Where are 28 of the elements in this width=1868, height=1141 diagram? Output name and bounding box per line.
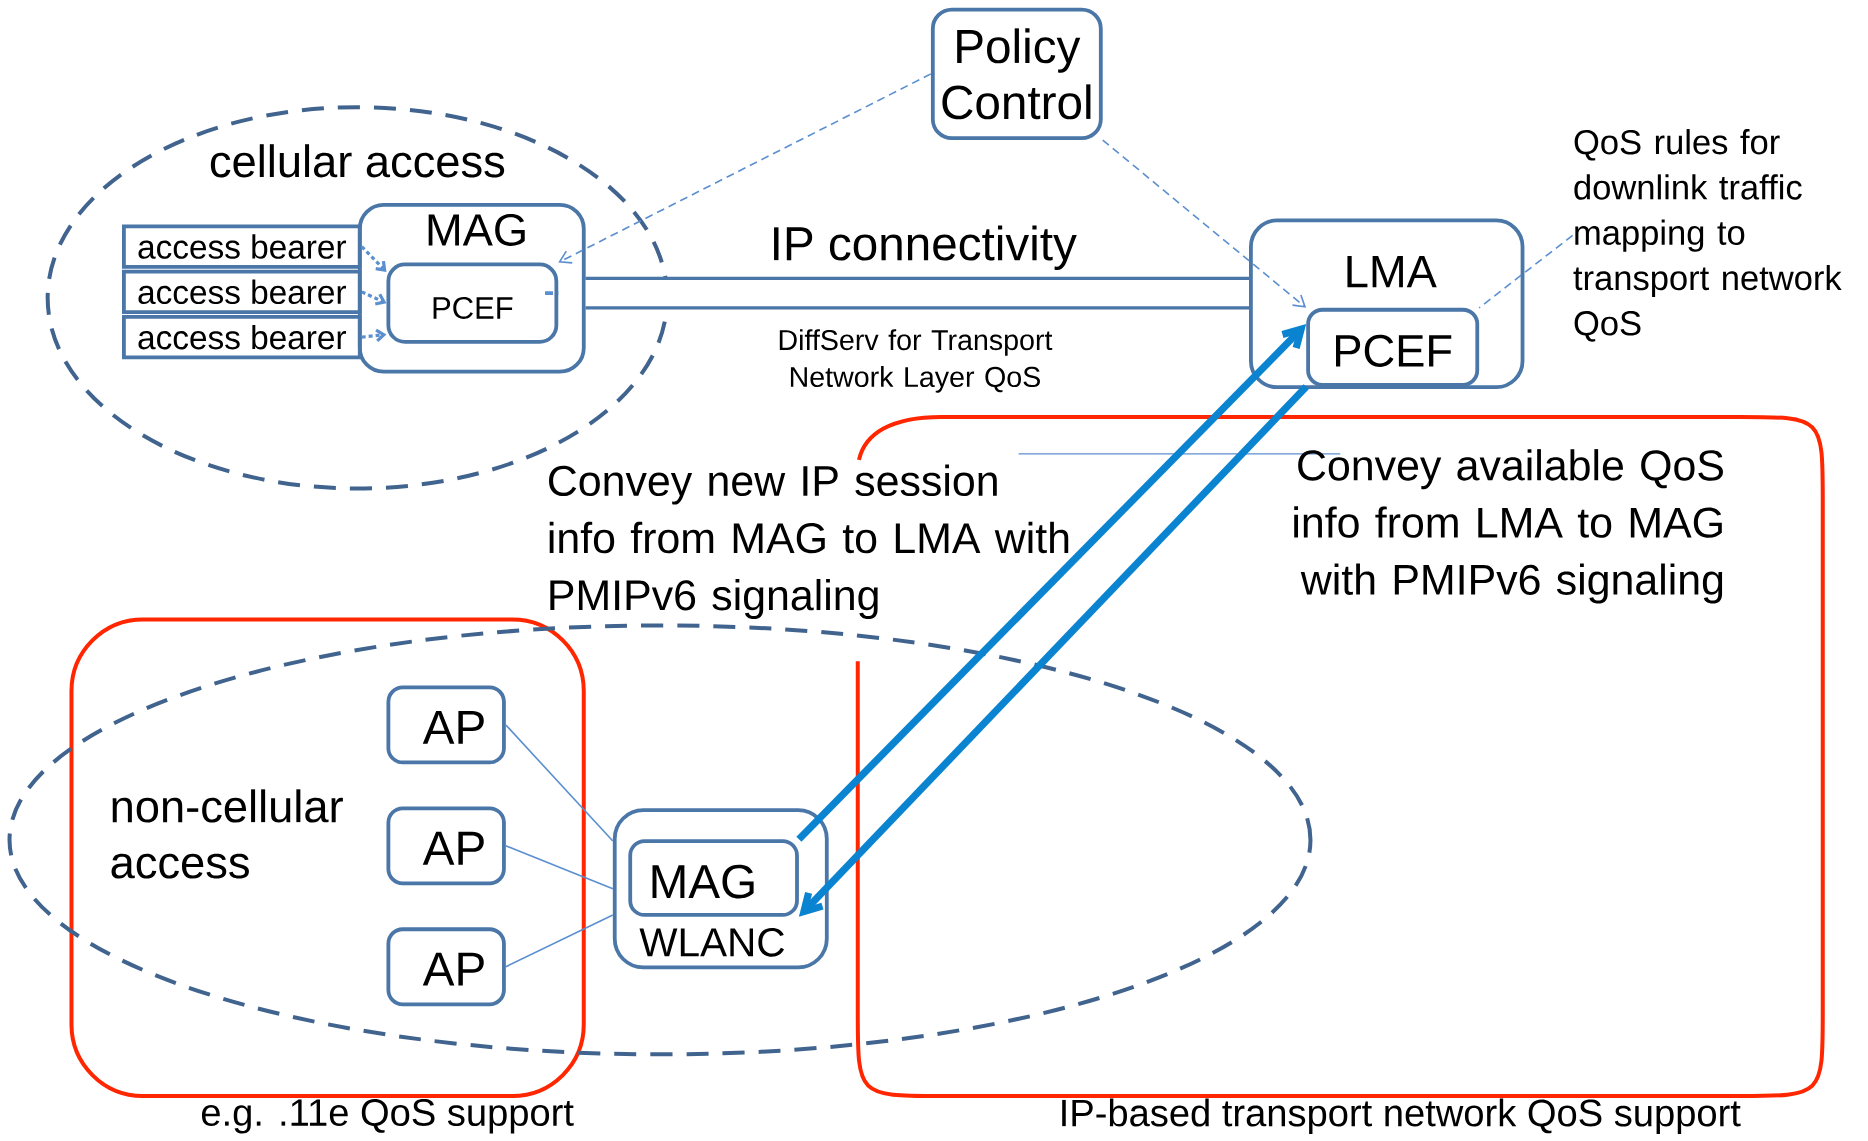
arrow (360, 245, 387, 272)
arrow (796, 324, 1307, 842)
connector-line (505, 724, 614, 842)
pipe (585, 276, 1249, 310)
edge-label: IP connectivity (774, 225, 1077, 270)
arrow (798, 384, 1309, 917)
pcef-box: PCEF (386, 262, 559, 344)
policy-control-box: Policy Control (930, 7, 1103, 141)
ap-box: AP (386, 927, 506, 1007)
note-text: DiffServ for Transport Network Layer QoS (779, 329, 1053, 393)
bearer-box: access bearer (122, 315, 362, 360)
caption: IP-based transport network QoS support (1062, 1098, 1741, 1135)
arrow (558, 73, 932, 264)
arrow (361, 290, 387, 306)
note-text: QoS rules for downlink traffic mapping to transport network QoS (1573, 129, 1842, 342)
arrow (1101, 139, 1307, 308)
bearer-box: access bearer (122, 224, 362, 269)
arrow (361, 328, 387, 343)
edge-label: Convey available QoS info from LMA to MAG with PMIPv6 signaling (1294, 449, 1723, 604)
pcef-box: PCEF (1306, 307, 1480, 387)
mag-box: MAG (628, 839, 799, 917)
bearer-box: access bearer (122, 269, 362, 315)
caption: e.g. .11e QoS support (202, 1099, 574, 1134)
connector-line (1478, 234, 1574, 309)
connector-line (505, 914, 614, 968)
ap-box: AP (386, 806, 506, 886)
connector-line (505, 845, 614, 890)
ap-box: AP (386, 685, 506, 765)
